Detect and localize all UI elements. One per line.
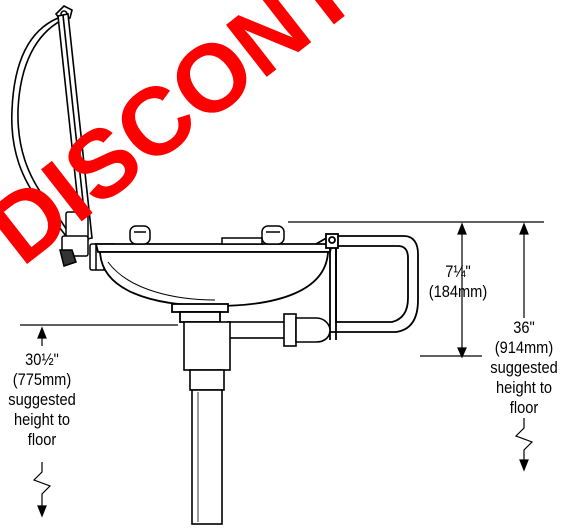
basin-depth-label: 7¼" (184mm) <box>417 262 500 302</box>
rim-height-note-3: floor <box>509 398 539 417</box>
drain-height-metric: (775mm) <box>12 370 72 389</box>
basin-depth-metric: (184mm) <box>428 282 488 301</box>
drain-height-imperial: 30½" <box>25 350 59 369</box>
rim-height-label: 36" (914mm) suggested height to floor <box>483 318 566 418</box>
cover-support-arm <box>57 13 93 241</box>
drain-height-label: 30½" (775mm) suggested height to floor <box>1 350 84 450</box>
drain-tailpiece <box>183 321 231 525</box>
rim-height-note-1: suggested <box>490 358 558 377</box>
drain-height-note-2: height to <box>13 410 71 429</box>
drain-height-note-1: suggested <box>8 390 76 409</box>
spray-heads <box>129 225 285 245</box>
waste-elbow <box>227 313 331 347</box>
basin-depth-imperial: 7¼" <box>445 262 471 281</box>
rim-height-note-2: height to <box>495 378 553 397</box>
rim-height-imperial: 36" <box>513 318 535 337</box>
rim-height-metric: (914mm) <box>494 338 554 357</box>
push-flag-handle <box>315 233 419 340</box>
drain-height-note-3: floor <box>27 430 57 449</box>
valve-assembly <box>59 211 117 271</box>
basin-bowl <box>94 243 334 323</box>
dimension-lines <box>20 221 544 518</box>
